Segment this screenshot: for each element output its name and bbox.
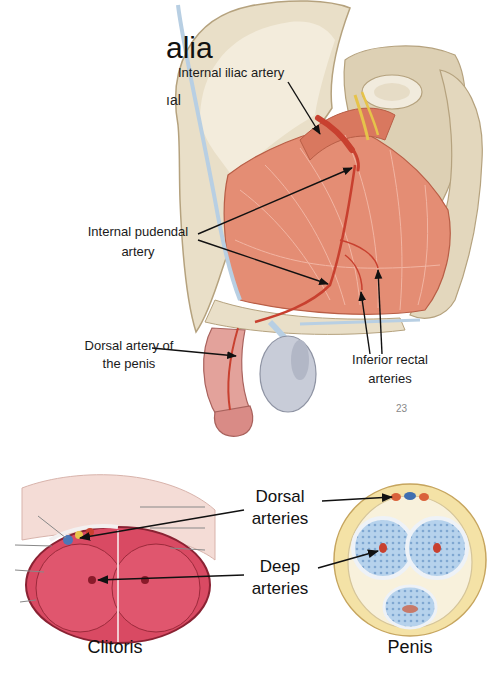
dorsal-artery xyxy=(86,528,94,536)
artery-label: Internal iliac artery xyxy=(178,64,328,81)
leader-arrow xyxy=(80,510,244,538)
leader-arrow xyxy=(198,240,328,284)
slide-title: alia xyxy=(166,30,286,66)
epididymis xyxy=(291,340,309,380)
pelvic-floor-muscle xyxy=(224,125,450,314)
perineal-membrane xyxy=(300,320,420,324)
leader-line xyxy=(150,528,205,529)
leader-line xyxy=(15,570,44,572)
figure-caption: Penis xyxy=(365,636,455,658)
inferior-rectal-artery xyxy=(340,240,378,268)
septum xyxy=(117,530,119,642)
leader-line xyxy=(170,548,205,550)
piriformis-muscle xyxy=(300,108,395,160)
muscle-fibre xyxy=(265,165,345,305)
dorsal-artery xyxy=(419,493,429,501)
leader-line xyxy=(15,545,52,546)
vertebra-disc xyxy=(362,75,422,109)
penis-shaft xyxy=(204,328,250,418)
vertebra-body xyxy=(374,83,410,101)
clitoris-body xyxy=(26,527,210,643)
leader-arrow xyxy=(322,497,392,501)
leader-arrow xyxy=(288,82,320,134)
leader-arrow xyxy=(378,270,382,354)
leader-arrow xyxy=(198,168,352,234)
leader-lines xyxy=(80,497,392,580)
artery-label: Inferior rectal arteries xyxy=(338,350,442,388)
artery-label: Internal pudendal artery xyxy=(78,222,198,262)
testis xyxy=(260,336,316,412)
artery-label: Dorsal arteries xyxy=(238,486,322,530)
muscle-fibres xyxy=(235,135,440,310)
deep-artery xyxy=(88,576,96,584)
leader-line xyxy=(140,507,205,508)
leader-line xyxy=(38,516,66,538)
nerve xyxy=(362,92,378,135)
leader-arrow xyxy=(98,575,244,580)
figure-caption: Clitoris xyxy=(65,636,165,658)
corpus-cavernosum xyxy=(36,544,124,632)
bucks-fascia xyxy=(348,496,472,628)
deep-artery xyxy=(141,576,149,584)
deep-artery xyxy=(379,543,387,553)
internal-iliac-artery xyxy=(318,118,352,150)
deep-artery xyxy=(433,543,441,553)
dorsal-vein xyxy=(404,492,416,500)
dorsal-artery xyxy=(228,328,238,410)
muscle-fibre xyxy=(240,190,330,300)
muscle-fibre xyxy=(418,185,428,305)
dorsal-artery xyxy=(391,493,401,501)
inferior-rectal-artery xyxy=(345,255,362,290)
corpus-cavernosum xyxy=(407,518,467,578)
leader-arrow xyxy=(361,292,370,354)
muscle-fibre xyxy=(345,135,378,308)
spermatic-cord xyxy=(270,322,285,338)
artery-label: Deep arteries xyxy=(238,556,322,600)
artery-branch xyxy=(345,140,358,170)
page-number: 23 xyxy=(396,403,426,415)
skin-layer xyxy=(334,484,486,636)
leader-lines xyxy=(152,82,382,356)
urethra xyxy=(402,605,418,613)
corpus-cavernosum xyxy=(112,544,200,632)
leader-line xyxy=(20,600,36,602)
corpus-cavernosum xyxy=(353,518,413,578)
partial-heading: ıal xyxy=(166,91,226,109)
corpus-spongiosum xyxy=(384,586,436,628)
artery-label: Dorsal artery of the penis xyxy=(74,337,184,373)
glans xyxy=(214,406,252,436)
muscle-fibre xyxy=(390,150,402,310)
leader-arrow xyxy=(318,551,378,568)
